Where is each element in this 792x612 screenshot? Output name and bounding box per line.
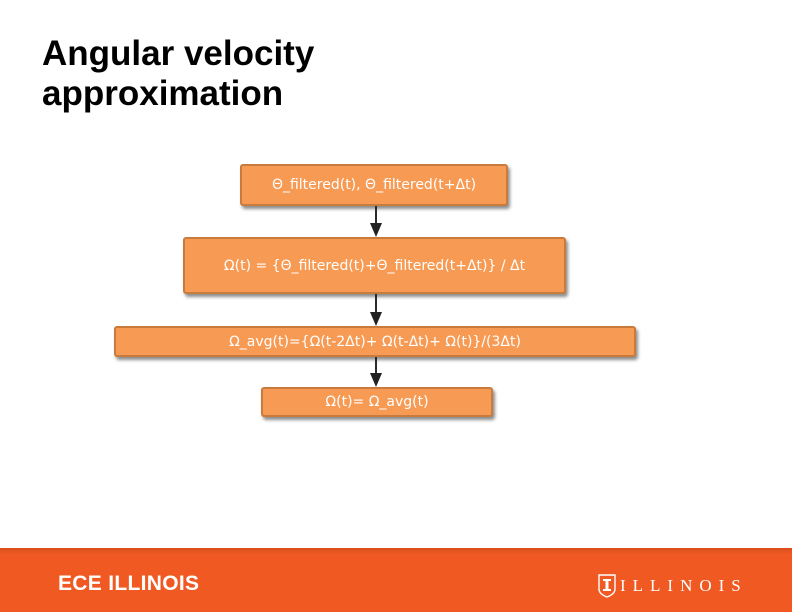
flow-step-output: Ω(t)= Ω_avg(t)	[261, 387, 493, 417]
flow-step-input-angles: Θ_filtered(t), Θ_filtered(t+Δt)	[240, 164, 508, 206]
slide-title-line-1: Angular velocity	[42, 34, 315, 73]
arrow-down-icon	[370, 312, 382, 326]
arrow-down-icon	[370, 223, 382, 237]
slide-title: Angular velocity approximation	[42, 34, 642, 114]
footer-wordmark: ILLINOIS	[620, 576, 748, 595]
footer-divider	[0, 548, 792, 554]
footer-brand-ece-illinois: ECE ILLINOIS	[58, 572, 200, 595]
flow-step-angular-velocity: Ω(t) = {Θ_filtered(t)+Θ_filtered(t+Δt)} …	[183, 237, 566, 294]
connector-line-2	[375, 294, 377, 313]
illinois-shield-icon	[598, 574, 616, 598]
flow-step-moving-average: Ω_avg(t)={Ω(t-2Δt)+ Ω(t-Δt)+ Ω(t)}/(3Δt)	[114, 326, 636, 357]
slide-title-line-2: approximation	[42, 74, 284, 113]
connector-line-3	[375, 357, 377, 374]
footer-brand-illinois: ILLINOIS	[598, 572, 748, 600]
arrow-down-icon	[370, 373, 382, 387]
footer-bar: ECE ILLINOIS ILLINOIS	[0, 548, 792, 612]
connector-line-1	[375, 206, 377, 224]
